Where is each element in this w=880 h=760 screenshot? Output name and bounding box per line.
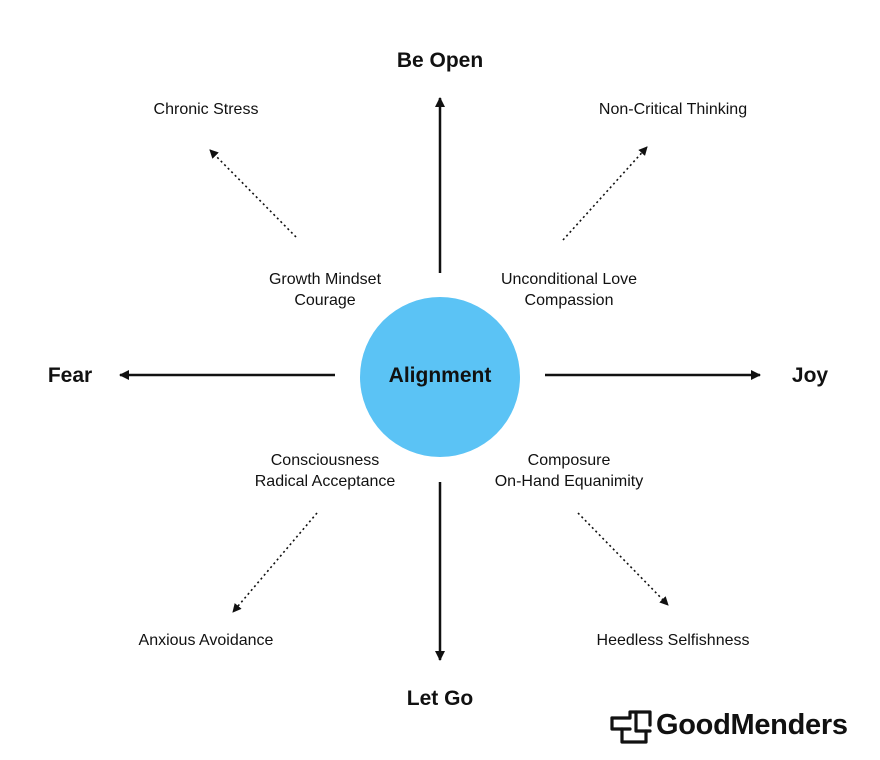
center-label: Alignment (388, 364, 492, 387)
pole-right-label: Joy (791, 364, 829, 387)
inner-top-left-line-2: Courage (294, 292, 356, 309)
inner-label-bottom-left: Consciousness Radical Acceptance (205, 450, 445, 492)
outer-label-top-left: Chronic Stress (153, 101, 259, 118)
inner-bottom-left-line-2: Radical Acceptance (254, 473, 396, 490)
pole-top-label: Be Open (396, 49, 484, 72)
outer-label-bottom-left: Anxious Avoidance (138, 632, 274, 649)
inner-bottom-left-line-1: Consciousness (270, 452, 380, 469)
inner-top-left-line-1: Growth Mindset (268, 271, 382, 288)
alignment-circle (360, 297, 520, 457)
outer-label-top-right: Non-Critical Thinking (598, 101, 748, 118)
dotted-arrow-top-left (209, 149, 297, 238)
outer-label-bottom-right: Heedless Selfishness (596, 632, 750, 649)
inner-label-bottom-right: Composure On-Hand Equanimity (459, 450, 679, 492)
inner-bottom-right-line-1: Composure (527, 452, 611, 469)
brand-name: GoodMenders (656, 709, 848, 741)
pole-bottom-label: Let Go (406, 687, 474, 710)
inner-label-top-right: Unconditional Love Compassion (449, 269, 689, 311)
dotted-arrow-bottom-left (232, 512, 318, 613)
pole-left-label: Fear (47, 364, 93, 387)
inner-bottom-right-line-2: On-Hand Equanimity (494, 473, 644, 490)
inner-label-top-left: Growth Mindset Courage (225, 269, 425, 311)
goodmenders-logo-icon (610, 710, 652, 744)
inner-top-right-line-1: Unconditional Love (500, 271, 638, 288)
brand-logo: GoodMenders (608, 707, 870, 747)
inner-top-right-line-2: Compassion (524, 292, 614, 309)
dotted-arrow-bottom-right (577, 512, 669, 606)
dotted-arrow-top-right (562, 146, 648, 241)
